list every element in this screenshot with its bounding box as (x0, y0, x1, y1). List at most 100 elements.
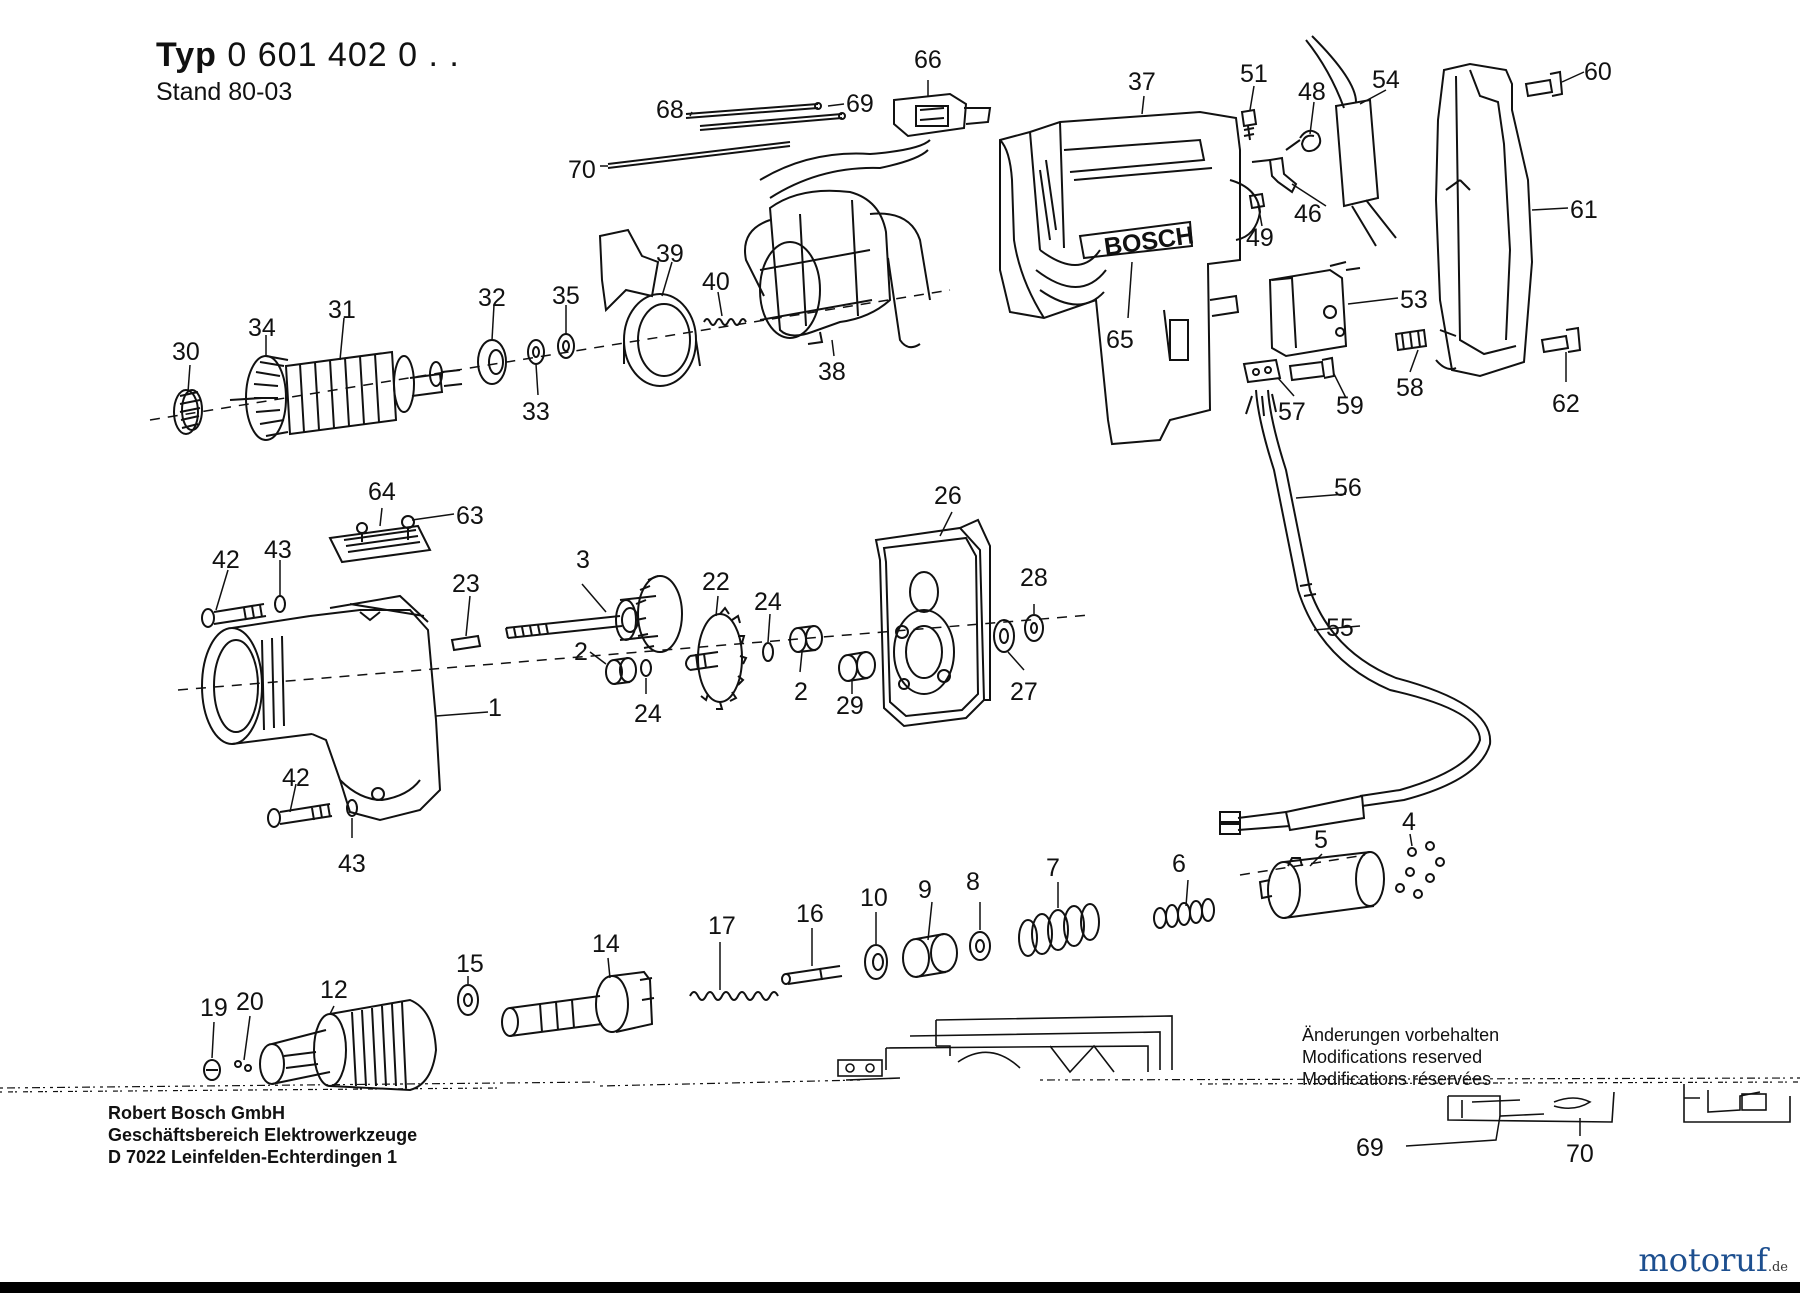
screw-63 (401, 515, 415, 540)
callout-49: 49 (1246, 224, 1274, 252)
callout-numbers: 30 34 31 32 33 35 39 40 38 68 69 70 66 3… (172, 46, 1612, 1168)
callout-57: 57 (1278, 398, 1306, 426)
watermark-name: motoruf (1638, 1241, 1768, 1279)
capacitor-54 (1305, 35, 1397, 247)
callout-5: 5 (1314, 826, 1328, 854)
callout-24-upper: 24 (754, 588, 782, 616)
callout-32: 32 (478, 284, 506, 312)
callout-24-lower: 24 (634, 700, 662, 728)
callout-14: 14 (592, 930, 620, 958)
callout-62: 62 (1552, 390, 1580, 418)
washer-8 (969, 931, 991, 961)
callout-58: 58 (1396, 374, 1424, 402)
callout-6: 6 (1172, 850, 1186, 878)
motor-housing-37 (999, 110, 1262, 446)
washer-35 (557, 333, 575, 359)
callout-70: 70 (568, 156, 596, 184)
washer-15 (457, 984, 479, 1016)
company-division: Geschäftsbereich Elektrowerkzeuge (108, 1125, 418, 1145)
power-cord-56-55 (1245, 389, 1492, 807)
callout-40: 40 (702, 268, 730, 296)
callout-64: 64 (368, 478, 396, 506)
callout-8: 8 (966, 868, 980, 896)
pin-16 (781, 965, 843, 985)
washer-33 (527, 339, 545, 365)
type-number: 0 601 402 0 . . (227, 36, 460, 74)
watermark-tld: .de (1767, 1260, 1788, 1275)
bushing-2-upper (789, 625, 823, 653)
callout-33: 33 (522, 398, 550, 426)
notice-fr: Modifications réservées (1302, 1069, 1492, 1089)
callout-42-lower: 42 (282, 764, 310, 792)
bearing-10 (864, 944, 888, 980)
callout-27: 27 (1010, 678, 1038, 706)
callout-29: 29 (836, 692, 864, 720)
callout-43-lower: 43 (338, 850, 366, 878)
callout-31: 31 (328, 296, 356, 324)
gear-22 (685, 606, 748, 710)
bushing-2-lower (605, 657, 637, 685)
callout-59: 59 (1336, 392, 1364, 420)
type-heading: Typ 0 601 402 0 . . (156, 36, 460, 75)
callout-7: 7 (1046, 854, 1060, 882)
screw-58 (1394, 328, 1428, 352)
armature-bearing-30 (173, 389, 203, 435)
callout-43-upper: 43 (264, 536, 292, 564)
type-label: Typ (156, 36, 217, 74)
callout-60: 60 (1584, 58, 1612, 86)
callout-22: 22 (702, 568, 730, 596)
callout-69: 69 (846, 90, 874, 118)
modifications-notice: Änderungen vorbehalten Modifications res… (1302, 1024, 1499, 1090)
screw-60 (1524, 70, 1564, 98)
notice-en: Modifications reserved (1302, 1047, 1483, 1067)
bearing-27 (993, 619, 1015, 653)
cable-clip-57 (1242, 358, 1282, 384)
housing-1 (201, 594, 442, 822)
bushing-9 (902, 933, 958, 978)
callout-39: 39 (656, 240, 684, 268)
callout-20: 20 (236, 988, 264, 1016)
spindle-3 (505, 575, 683, 653)
watermark-logo: motoruf.de (1638, 1241, 1788, 1279)
spring-40 (703, 318, 747, 326)
clutch-sleeve-5 (1258, 851, 1385, 919)
callout-17: 17 (708, 912, 736, 940)
armature-31 (229, 350, 463, 436)
callout-65: 65 (1106, 326, 1134, 354)
callout-46: 46 (1294, 200, 1322, 228)
screw-19 (203, 1059, 221, 1081)
washer-20 (234, 1060, 252, 1072)
washer-24-lower (640, 659, 652, 677)
callout-63: 63 (456, 502, 484, 530)
callout-35: 35 (552, 282, 580, 310)
callout-54: 54 (1372, 66, 1400, 94)
pin-23 (450, 634, 482, 652)
callout-61: 61 (1570, 196, 1598, 224)
spindle-14 (501, 970, 655, 1037)
balls-4 (1395, 841, 1445, 899)
callout-34: 34 (248, 314, 276, 342)
callout-15: 15 (456, 950, 484, 978)
publisher-address: Robert Bosch GmbH Geschäftsbereich Elekt… (108, 1102, 417, 1168)
gear-housing-26 (874, 518, 991, 728)
screw-42-upper (201, 603, 267, 628)
callout-56: 56 (1334, 474, 1362, 502)
switch-53 (1268, 261, 1361, 358)
callout-66: 66 (914, 46, 942, 74)
callout-53: 53 (1400, 286, 1428, 314)
spring-48 (1285, 129, 1322, 153)
brush-holder-46 (1251, 156, 1298, 194)
handle-cover-61 (1434, 62, 1534, 378)
revision-stand: Stand 80-03 (156, 78, 293, 106)
callout-48: 48 (1298, 78, 1326, 106)
callout-37: 37 (1128, 68, 1156, 96)
callout-2-lower: 2 (794, 678, 808, 706)
callout-26: 26 (934, 482, 962, 510)
assembly-axes (149, 289, 1366, 876)
leader-lines (187, 71, 1585, 1147)
washer-43-lower (346, 799, 358, 817)
callout-70-schematic: 70 (1566, 1140, 1594, 1168)
screw-62 (1540, 326, 1582, 354)
